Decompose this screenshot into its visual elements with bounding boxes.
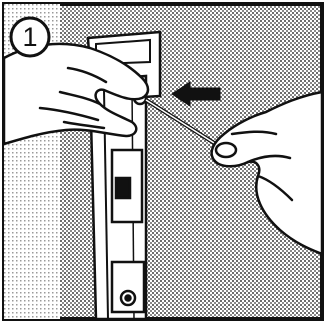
step-number: 1	[16, 22, 44, 52]
